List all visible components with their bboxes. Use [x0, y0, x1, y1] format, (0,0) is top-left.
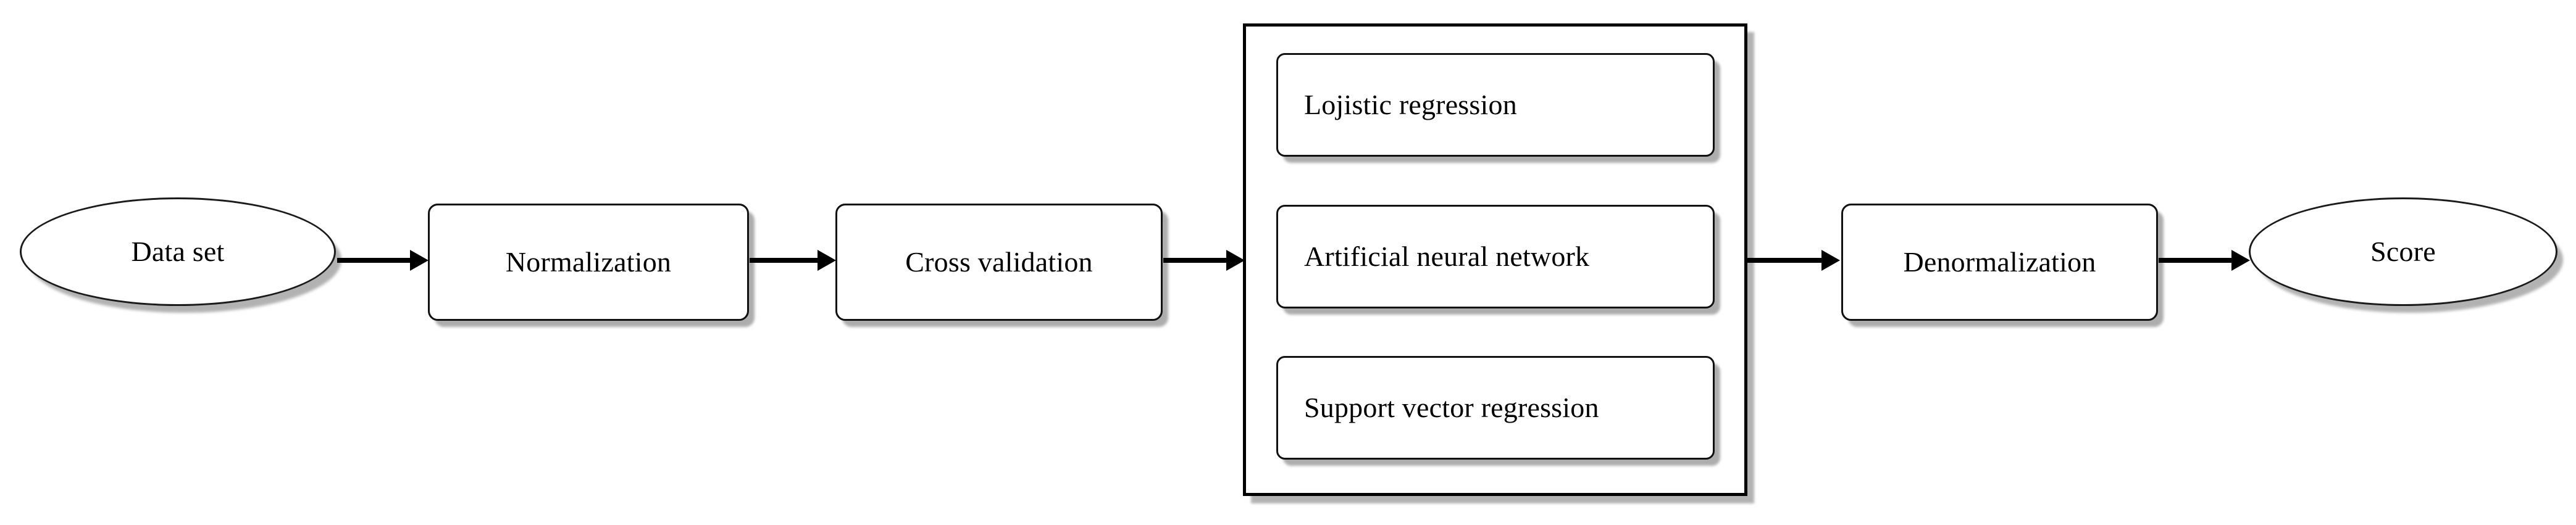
- edge-shaft: [750, 258, 818, 263]
- node-support-vector-regression-label: Support vector regression: [1304, 391, 1599, 423]
- node-cross-validation-label: Cross validation: [905, 246, 1093, 278]
- edge-arrowhead: [1821, 250, 1840, 271]
- node-denormalization[interactable]: Denormalization: [1841, 204, 2158, 321]
- edge-shaft: [1163, 258, 1226, 263]
- node-cross-validation[interactable]: Cross validation: [835, 204, 1163, 321]
- node-score[interactable]: Score: [2249, 197, 2557, 306]
- edge-arrowhead: [410, 250, 429, 271]
- node-support-vector-regression[interactable]: Support vector regression: [1276, 356, 1715, 460]
- edge-shaft: [1747, 258, 1821, 263]
- node-denormalization-label: Denormalization: [1903, 246, 2096, 278]
- node-artificial-neural-network[interactable]: Artificial neural network: [1276, 205, 1715, 308]
- node-normalization-label: Normalization: [505, 246, 672, 278]
- edge-shaft: [337, 258, 410, 263]
- edge-shaft: [2159, 258, 2231, 263]
- node-data-set-label: Data set: [131, 235, 225, 267]
- node-score-label: Score: [2370, 235, 2436, 267]
- edge-arrowhead: [1226, 250, 1245, 271]
- node-lojistic-regression[interactable]: Lojistic regression: [1276, 53, 1715, 157]
- node-lojistic-regression-label: Lojistic regression: [1304, 88, 1517, 120]
- node-artificial-neural-network-label: Artificial neural network: [1304, 240, 1590, 272]
- edge-arrowhead: [818, 250, 836, 271]
- edge-arrowhead: [2231, 250, 2250, 271]
- node-data-set[interactable]: Data set: [20, 197, 336, 306]
- node-normalization[interactable]: Normalization: [428, 204, 749, 321]
